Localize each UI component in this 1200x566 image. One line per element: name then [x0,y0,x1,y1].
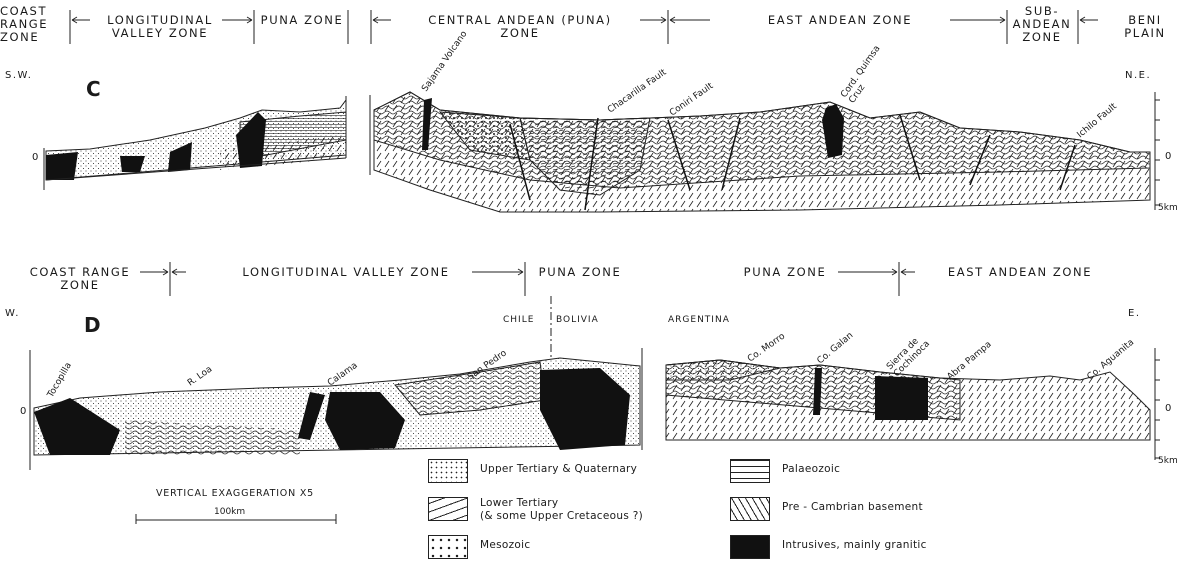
zone-sub-andean-c: SUB- ANDEAN ZONE [1012,4,1072,44]
feature-abra-pampa: Abra Pampa [946,340,994,383]
feature-r-loa: R. Loa [186,364,214,388]
section-c-right-profile [369,91,1160,213]
section-d-zone-dividers [140,262,915,296]
feature-co-galan: Co. Galan [816,331,856,367]
section-c-zero-right: 0 [1165,151,1171,162]
section-c-left-end: S.W. [5,70,32,81]
feature-cord-quimsa-cruz: Cord. QuimsaCruz [839,44,890,105]
legend-label: Intrusives, mainly granitic [782,539,927,551]
country-chile: CHILE [503,315,534,325]
zone-east-andean-d: EAST ANDEAN ZONE [947,265,1093,279]
section-c-label: C [86,77,101,101]
legend-mesozoic: Mesozoic [428,535,530,559]
legend-swatch-fine-dots [428,459,468,483]
legend-swatch-waves [730,459,770,483]
zone-central-andean-c: CENTRAL ANDEAN (PUNA) ZONE [428,13,612,40]
section-d-depth-scale: 5km [1158,456,1178,466]
zone-puna-d-right: PUNA ZONE [743,265,827,279]
legend-upper-tertiary: Upper Tertiary & Quaternary [428,459,637,483]
legend-label: Lower Tertiary (& some Upper Cretaceous … [480,497,643,522]
feature-co-morro: Co. Morro [746,331,788,364]
section-d-right-end: E. [1128,308,1141,319]
zone-beni-plain-c: BENI PLAIN [1124,13,1166,40]
feature-chacarilla-fault: Chacarilla Fault [606,67,669,115]
legend-label: Pre - Cambrian basement [782,501,923,513]
legend-label: Upper Tertiary & Quaternary [480,463,638,475]
legend-lower-tertiary: Lower Tertiary (& some Upper Cretaceous … [428,497,643,523]
zone-coast-range-c: COAST RANGE ZONE [0,4,49,44]
zone-puna-c: PUNA ZONE [260,13,344,27]
legend-swatch-coarse-dots [428,535,468,559]
feature-coniri-fault: Coniri Fault [668,81,716,119]
country-bolivia: BOLIVIA [556,315,599,325]
legend-swatch-dashes [428,497,468,521]
section-d-right-profile [665,348,1160,460]
section-c-left-profile [43,96,347,190]
scale-bar [135,514,337,524]
country-argentina: ARGENTINA [668,315,730,325]
scale-bar-label: 100km [214,507,245,517]
legend-label: Mesozoic [480,539,531,551]
section-d-zero-left: 0 [20,406,26,417]
legend-intrusives: Intrusives, mainly granitic [730,535,927,559]
section-c-zone-dividers [69,10,1098,44]
zone-longitudinal-valley-d: LONGITUDINAL VALLEY ZONE [242,265,450,279]
feature-sierra-de-cochinoca: Sierra deCochinoca [885,332,932,379]
legend-palaeozoic: Palaeozoic [730,459,840,483]
zone-puna-d-left: PUNA ZONE [538,265,622,279]
zone-east-andean-c: EAST ANDEAN ZONE [767,13,913,27]
legend-swatch-solid [730,535,770,559]
zone-coast-range-d: COAST RANGE ZONE [29,265,131,292]
vertical-exaggeration-note: VERTICAL EXAGGERATION X5 [156,488,314,499]
section-d-label: D [84,313,101,337]
section-c-depth-scale: 5km [1158,203,1178,213]
feature-ichilo-fault: Ichilo Fault [1076,101,1120,140]
legend-label: Palaeozoic [782,463,841,475]
feature-sajama-volcano: Sajama Volcano [420,29,469,94]
legend-swatch-slashes [730,497,770,521]
section-d-left-end: W. [5,308,20,319]
feature-tocopilla: Tocopilla [45,361,73,400]
section-c-right-end: N.E. [1125,70,1151,81]
section-c-zero-left: 0 [32,152,38,163]
zone-longitudinal-valley-c: LONGITUDINAL VALLEY ZONE [107,13,213,40]
legend-precambrian: Pre - Cambrian basement [730,497,923,521]
section-d-zero-right: 0 [1165,403,1171,414]
section-d-left-profile [29,296,643,470]
